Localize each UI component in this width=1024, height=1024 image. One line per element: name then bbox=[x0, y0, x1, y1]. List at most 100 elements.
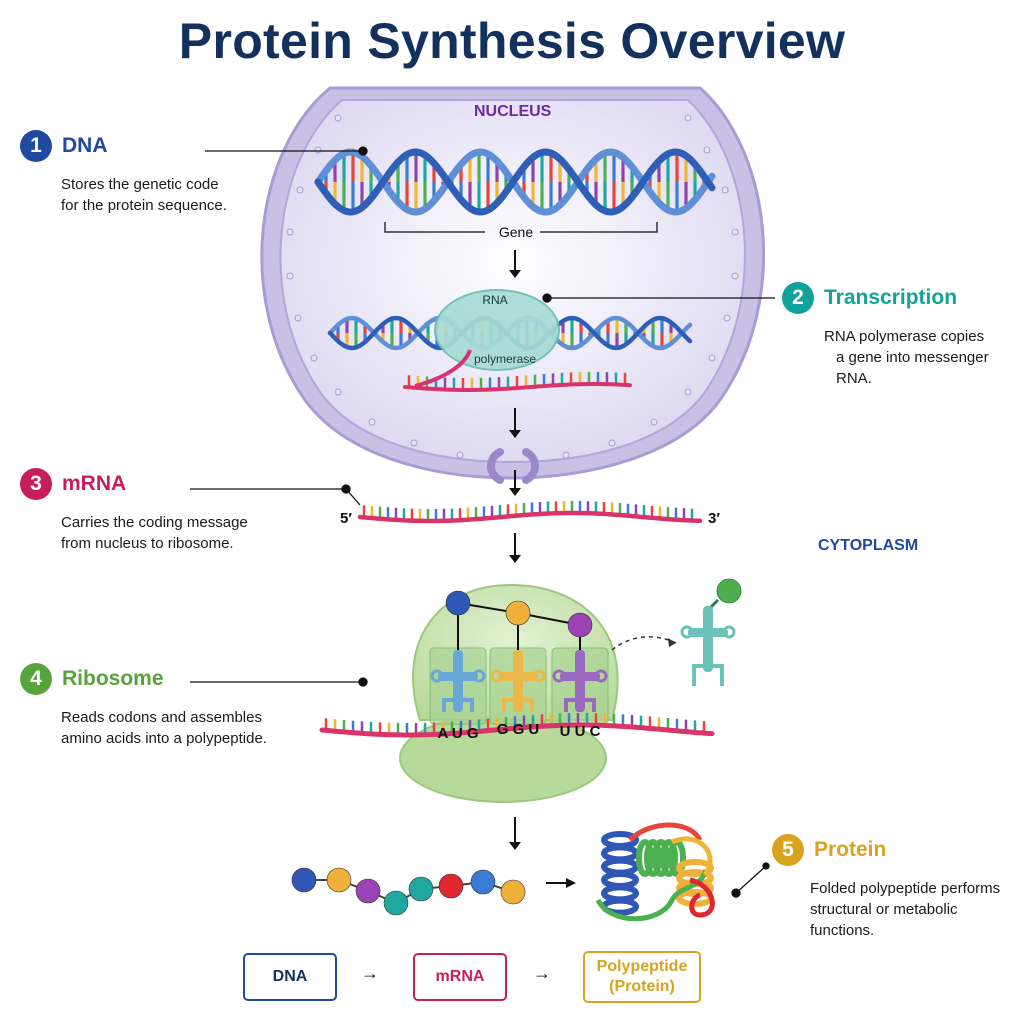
exiting-trna bbox=[680, 578, 742, 686]
gene-bracket bbox=[384, 222, 658, 233]
step-badge-1: 1 bbox=[20, 130, 52, 162]
amino-acid bbox=[291, 867, 317, 893]
membrane-pore bbox=[650, 418, 658, 426]
mrna-strand bbox=[357, 501, 703, 524]
step-title-dna: DNA bbox=[62, 134, 108, 157]
five-prime-label: 5′ bbox=[340, 510, 352, 527]
membrane-pore bbox=[708, 354, 716, 362]
nucleus-label: NUCLEUS bbox=[474, 103, 552, 120]
membrane-pore bbox=[456, 451, 464, 459]
dna-backbone bbox=[314, 148, 716, 216]
flow-arrow-1: → bbox=[361, 963, 379, 983]
nascent-mrna bbox=[403, 349, 632, 392]
down-arrow-head bbox=[509, 488, 521, 496]
codon-1: A U G bbox=[437, 725, 478, 742]
protein-helix bbox=[601, 884, 639, 903]
flow-box-polypeptide: Polypeptide(Protein) bbox=[583, 951, 701, 1003]
flow-box-mrna: mRNA bbox=[413, 953, 507, 1001]
step-description-transcription: RNA polymerase copies a gene into messen… bbox=[824, 328, 989, 387]
cytoplasm-label: CYTOPLASM bbox=[818, 537, 919, 554]
rna-exit-strand bbox=[414, 349, 472, 388]
protein-helix bbox=[601, 844, 639, 863]
membrane-pore bbox=[608, 439, 616, 447]
trna-arm bbox=[438, 672, 478, 681]
down-arrow-head bbox=[509, 842, 521, 850]
trna-group bbox=[429, 590, 609, 725]
membrane-pore bbox=[410, 439, 418, 447]
nucleus bbox=[260, 86, 765, 484]
trna-anticodon bbox=[502, 698, 534, 712]
rna-backbone bbox=[319, 722, 715, 738]
process-arrows bbox=[509, 250, 521, 850]
gene-label: Gene bbox=[499, 224, 533, 240]
protein-loop bbox=[671, 836, 713, 877]
trna-anticodon bbox=[564, 698, 596, 712]
flow-arrow-2: → bbox=[533, 963, 551, 983]
diagram-title: Protein Synthesis Overview bbox=[178, 13, 846, 69]
membrane-pore bbox=[334, 388, 342, 396]
trna-loop bbox=[430, 669, 444, 683]
membrane-pore bbox=[703, 146, 711, 154]
protein-helix bbox=[636, 839, 654, 877]
rna-polymerase bbox=[434, 289, 560, 371]
amino-acid bbox=[438, 873, 464, 899]
nuclear-pore bbox=[487, 448, 539, 484]
step-badge-2: 2 bbox=[782, 282, 814, 314]
amino-acid bbox=[500, 879, 526, 905]
amino-acid bbox=[383, 890, 409, 916]
codon-2: G G U bbox=[497, 721, 540, 738]
amino-acid bbox=[470, 869, 496, 895]
trna-loop bbox=[594, 669, 608, 683]
step-title-mrna: mRNA bbox=[62, 472, 127, 495]
trna-anticodon bbox=[442, 698, 474, 712]
amino-acid bbox=[716, 578, 742, 604]
down-arrow-head bbox=[509, 430, 521, 438]
leader-lines bbox=[190, 146, 775, 898]
three-prime-label: 3′ bbox=[708, 510, 720, 527]
trna-stem bbox=[703, 606, 713, 672]
step-dna: 1 DNA Stores the genetic code for the pr… bbox=[20, 130, 227, 216]
rna-backbone bbox=[403, 382, 632, 392]
membrane-pore bbox=[334, 114, 342, 122]
membrane-pore bbox=[721, 186, 729, 194]
trna-loop bbox=[680, 625, 694, 639]
amino-acid bbox=[408, 876, 434, 902]
rna-backbone bbox=[357, 510, 703, 524]
protein-helix bbox=[660, 839, 678, 877]
polypeptide-chain bbox=[291, 867, 526, 916]
trna-arm bbox=[498, 672, 538, 681]
membrane-pore bbox=[286, 272, 294, 280]
codon-3: U U C bbox=[560, 723, 601, 740]
protein-helix bbox=[601, 871, 639, 889]
step-title-ribosome: Ribosome bbox=[62, 667, 164, 690]
trna-loop bbox=[722, 625, 736, 639]
protein-helix bbox=[601, 857, 639, 876]
trna-arm bbox=[560, 672, 600, 681]
membrane-pore bbox=[314, 146, 322, 154]
step-protein: 5 Protein Folded polypeptide performs st… bbox=[772, 834, 1024, 941]
step-badge-4: 4 bbox=[20, 663, 52, 695]
membrane-pore bbox=[294, 314, 302, 322]
trna-loop bbox=[472, 669, 486, 683]
trna-loop bbox=[552, 669, 566, 683]
protein-helix bbox=[652, 839, 670, 877]
trna-loop bbox=[532, 669, 546, 683]
amino-acid bbox=[505, 600, 531, 626]
trna-anticodon bbox=[692, 664, 724, 686]
mrna-in-ribosome bbox=[319, 713, 715, 738]
amino-acid bbox=[567, 612, 593, 638]
step-description-protein: Folded polypeptide performs structural o… bbox=[810, 880, 1001, 939]
down-arrow-head bbox=[509, 555, 521, 563]
rna-polymerase-label-top: RNA bbox=[482, 293, 507, 307]
dna-double-helix bbox=[314, 148, 716, 216]
trna-loop bbox=[490, 669, 504, 683]
membrane-pore bbox=[731, 228, 739, 236]
step-description-mrna: Carries the coding message from nucleus … bbox=[61, 514, 248, 552]
step-badge-3: 3 bbox=[20, 468, 52, 500]
fold-arrow bbox=[566, 878, 576, 888]
step-title-protein: Protein bbox=[814, 838, 887, 861]
amino-acid bbox=[355, 878, 381, 904]
protein-loop bbox=[628, 822, 703, 842]
